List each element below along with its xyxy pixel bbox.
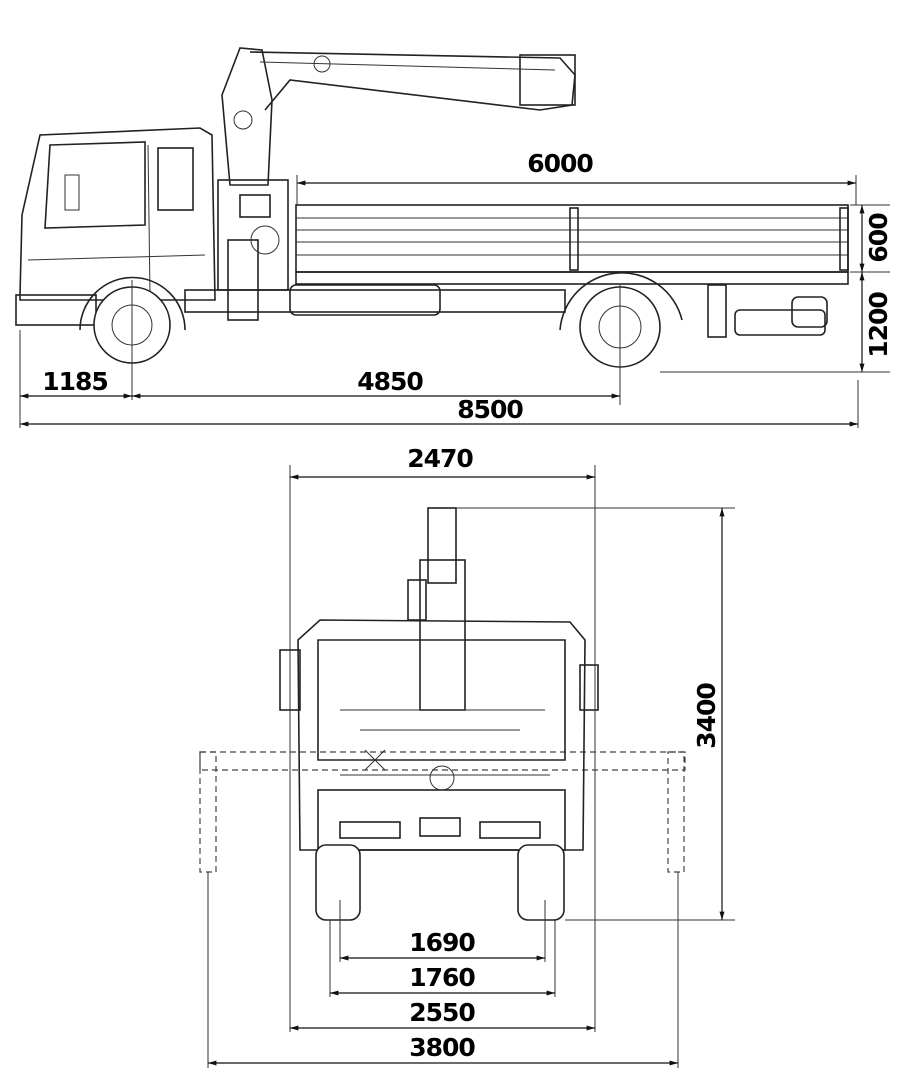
exhaust <box>791 296 828 328</box>
rear-box <box>734 309 826 336</box>
dim-bed-length: 6000 <box>527 149 593 178</box>
rear-wheel <box>559 272 683 405</box>
cab-front <box>279 619 599 851</box>
side-view: 6000 600 1200 1185 4850 8500 <box>15 47 893 428</box>
wheel-right <box>517 844 565 921</box>
outriggers-front <box>199 751 686 873</box>
dim-rear-track: 1690 <box>409 928 475 957</box>
wheel-left <box>315 844 361 921</box>
dim-overall-width: 2470 <box>407 444 473 473</box>
front-wheel <box>79 276 186 400</box>
dim-front-track: 1760 <box>409 963 475 992</box>
dim-front-overhang: 1185 <box>42 367 108 396</box>
cargo-bed <box>295 204 849 285</box>
crane-front <box>407 507 466 711</box>
dim-overall-height: 3400 <box>692 683 721 749</box>
cab-side <box>15 127 216 326</box>
crane-side <box>217 47 576 321</box>
dim-outrigger-span: 3800 <box>409 1033 475 1062</box>
dim-bed-height: 600 <box>864 213 893 263</box>
dim-body-width: 2550 <box>409 998 475 1027</box>
dim-wheelbase: 4850 <box>357 367 423 396</box>
dim-floor-height: 1200 <box>864 292 893 358</box>
rear-outrigger <box>707 284 727 338</box>
front-view: 2470 3400 1690 1760 2550 3800 <box>199 444 735 1068</box>
dim-overall-length: 8500 <box>457 395 523 424</box>
chassis-frame <box>184 289 566 313</box>
fuel-tank <box>289 284 441 316</box>
